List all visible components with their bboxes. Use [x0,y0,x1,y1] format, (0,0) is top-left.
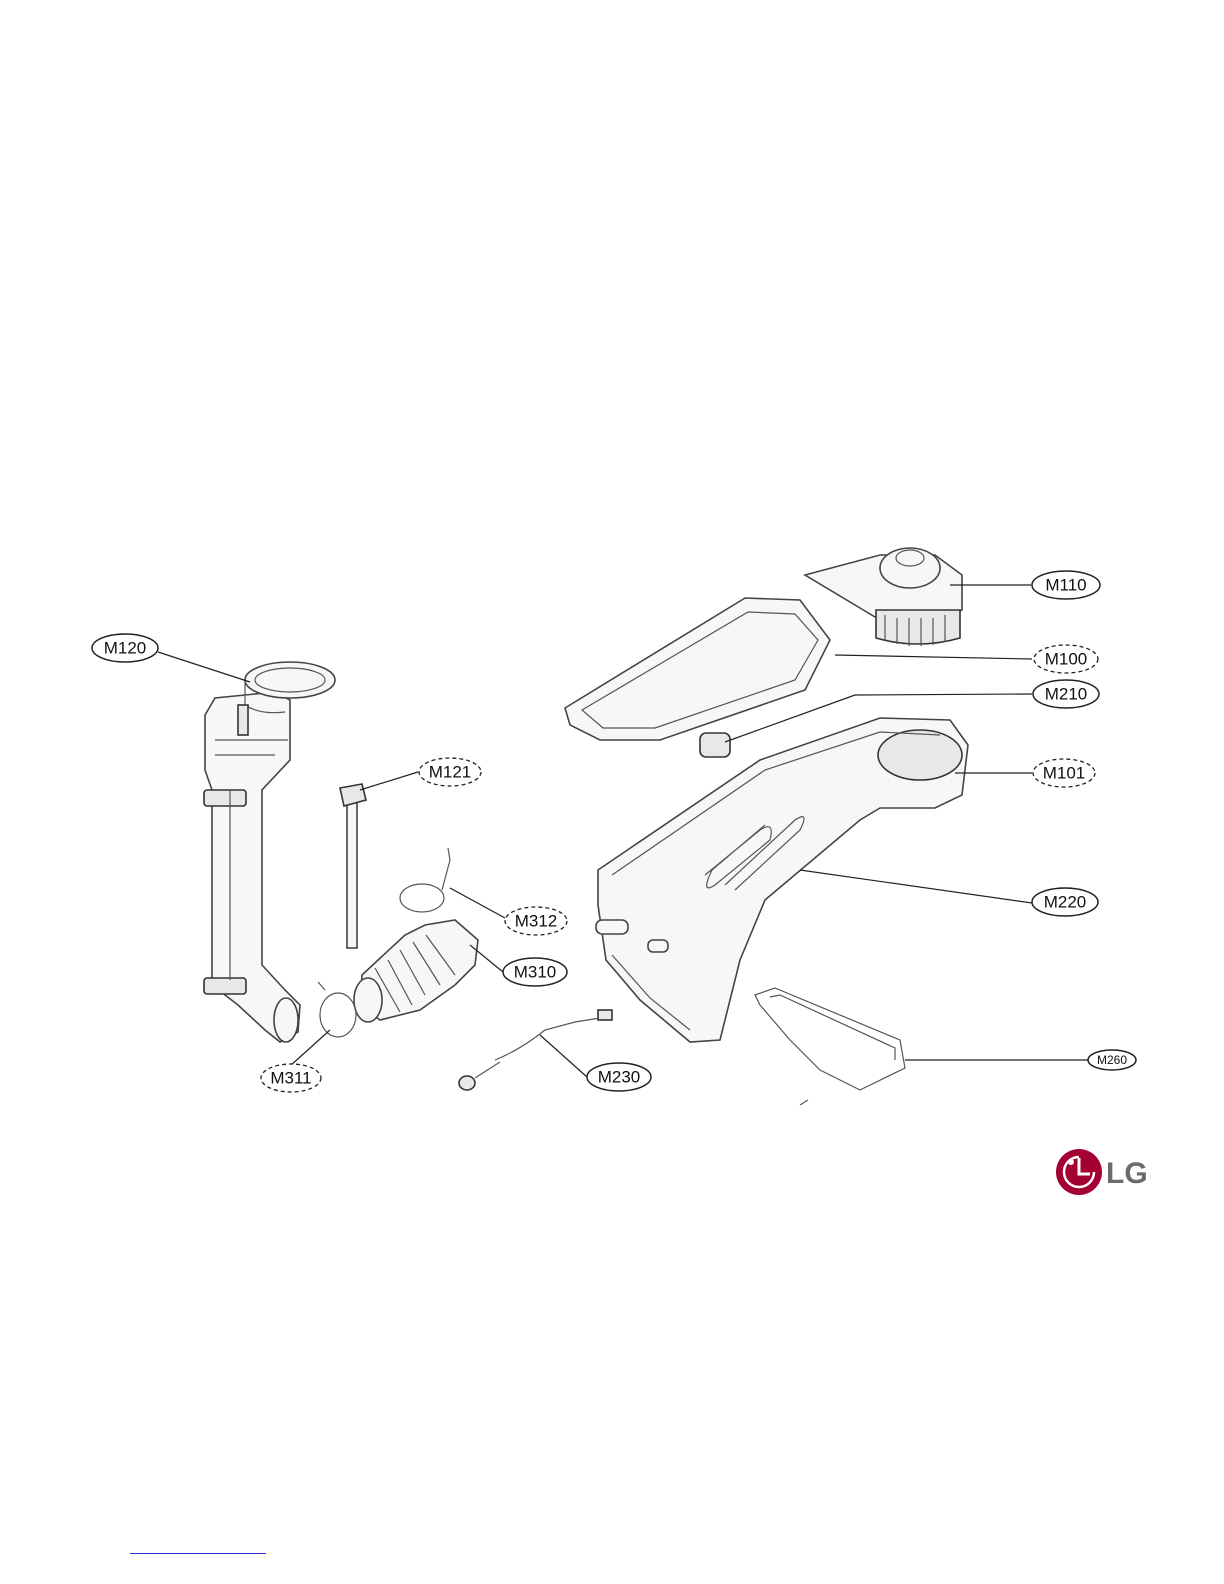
thermostat-m210 [700,733,730,757]
sensor-rod-m121 [340,784,366,948]
tag-m312: M312 [505,907,567,935]
tag-m311-label: M311 [270,1069,311,1088]
fan-motor-m110 [805,548,962,646]
tag-m312-label: M312 [515,912,558,931]
tag-m311: M311 [261,1064,321,1092]
bracket-m260 [755,988,905,1105]
duct-base-m101 [596,718,968,1042]
bottom-link-underline[interactable] [130,1553,266,1554]
clamp-m311 [318,982,356,1037]
tag-m101: M101 [1033,759,1095,787]
tag-m310-label: M310 [514,963,557,982]
tag-m101-label: M101 [1043,764,1086,783]
duct-assembly-m120 [204,662,335,1042]
lg-logo: LG [1056,1149,1148,1195]
tag-m110-label: M110 [1045,576,1086,595]
tag-m120: M120 [92,634,158,662]
tag-m100-label: M100 [1045,650,1088,669]
tag-m100: M100 [1034,645,1098,673]
tag-m260-label: M260 [1097,1053,1127,1067]
tag-m121-label: M121 [429,763,472,782]
tag-m120-label: M120 [104,639,147,658]
tag-m220: M220 [1032,888,1098,916]
tag-m220-label: M220 [1044,893,1087,912]
tag-m230-label: M230 [598,1068,641,1087]
tag-m310: M310 [503,958,567,986]
tag-m121: M121 [419,758,481,786]
tag-m210: M210 [1033,680,1099,708]
tag-m110: M110 [1032,571,1100,599]
tag-m230: M230 [587,1063,651,1091]
lg-logo-text: LG [1106,1157,1148,1190]
tag-m260: M260 [1088,1050,1136,1070]
bellows-hose-m310 [354,920,478,1022]
clamp-m312 [400,848,450,912]
tag-m210-label: M210 [1045,685,1088,704]
